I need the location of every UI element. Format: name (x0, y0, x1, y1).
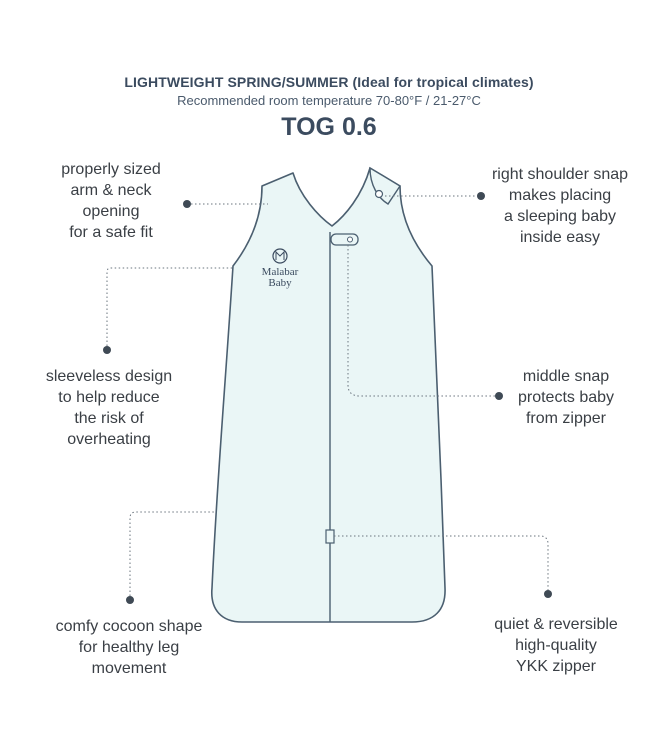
brand-name-line1: Malabar (261, 266, 299, 278)
callout-arm-neck-line: for a safe fit (69, 224, 153, 241)
callout-cocoon: comfy cocoon shape for healthy leg movem… (34, 616, 224, 679)
middle-snap-tab (330, 233, 359, 246)
callout-middle-snap-line: middle snap (522, 368, 610, 385)
callout-zipper-line: quiet & reversible (494, 616, 618, 633)
shoulder-snap-icon (374, 189, 384, 199)
product-title: LIGHTWEIGHT SPRING/SUMMER (Ideal for tro… (124, 74, 534, 90)
callout-middle-snap-line: from zipper (525, 410, 607, 427)
callout-sleeveless-line: to help reduce (58, 389, 160, 406)
callout-shoulder: right shoulder snap makes placing a slee… (482, 164, 638, 248)
dot-middle-snap (495, 392, 503, 400)
callout-sleeveless-line: the risk of (74, 410, 144, 427)
callout-shoulder-line: right shoulder snap (491, 166, 629, 183)
callout-zipper-line: high-quality (515, 637, 597, 654)
brand-name-line2: Baby (268, 277, 292, 289)
dot-zipper (544, 590, 552, 598)
brand-logo: Malabar Baby (254, 267, 306, 289)
leader-cocoon (129, 511, 215, 600)
leader-middle-snap (347, 245, 499, 397)
callout-shoulder-line: makes placing (508, 187, 612, 204)
sleep-sack-outline (211, 167, 446, 623)
callout-arm-neck: properly sized arm & neck opening for a … (38, 159, 184, 243)
middle-snap-icon (347, 236, 353, 243)
dot-arm-neck (183, 200, 191, 208)
brand-emblem-mark (275, 250, 285, 260)
callout-sleeveless: sleeveless design to help reduce the ris… (34, 366, 184, 450)
leader-zipper (334, 535, 549, 593)
callout-sleeveless-line: sleeveless design (45, 368, 173, 385)
dot-shoulder (477, 192, 485, 200)
callout-zipper-line: YKK zipper (515, 658, 597, 675)
callout-shoulder-line: a sleeping baby (503, 208, 617, 225)
callout-shoulder-line: inside easy (519, 229, 601, 246)
leader-sleeveless (106, 267, 232, 350)
callout-middle-snap-line: protects baby (517, 389, 615, 406)
callout-zipper: quiet & reversible high-quality YKK zipp… (474, 614, 638, 677)
zipper-pull (325, 529, 335, 544)
callout-cocoon-line: movement (91, 660, 167, 677)
callout-arm-neck-line: properly sized (61, 161, 161, 178)
callout-sleeveless-line: overheating (67, 431, 151, 448)
callout-cocoon-line: comfy cocoon shape (55, 618, 203, 635)
callout-arm-neck-line: arm & neck (70, 182, 152, 199)
dot-sleeveless (103, 346, 111, 354)
tog-rating: TOG 0.6 (281, 113, 377, 141)
callout-middle-snap: middle snap protects baby from zipper (500, 366, 632, 429)
callout-arm-neck-line: opening (82, 203, 140, 220)
brand-emblem-icon (272, 248, 288, 264)
dot-cocoon (126, 596, 134, 604)
callout-cocoon-line: for healthy leg (78, 639, 180, 656)
temperature-subtitle: Recommended room temperature 70-80°F / 2… (177, 93, 481, 108)
